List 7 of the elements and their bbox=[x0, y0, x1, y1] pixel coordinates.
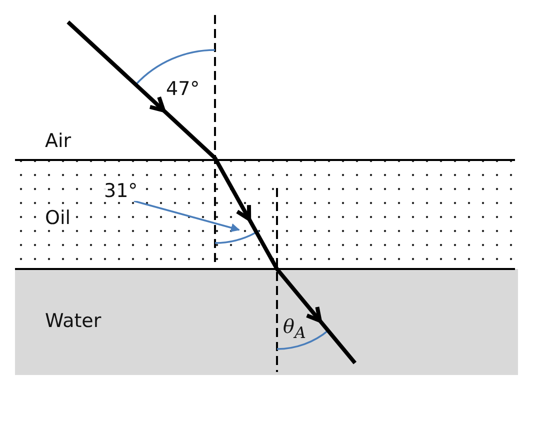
angle-label: 47° bbox=[166, 80, 200, 99]
angle-arc bbox=[214, 230, 260, 244]
leader-arrow bbox=[134, 200, 240, 232]
angle-label: 31° bbox=[104, 182, 138, 201]
layer-label: Air bbox=[45, 132, 72, 151]
layer-label: Water bbox=[45, 312, 102, 331]
angle-label: θ$_{A}$ bbox=[283, 318, 306, 341]
